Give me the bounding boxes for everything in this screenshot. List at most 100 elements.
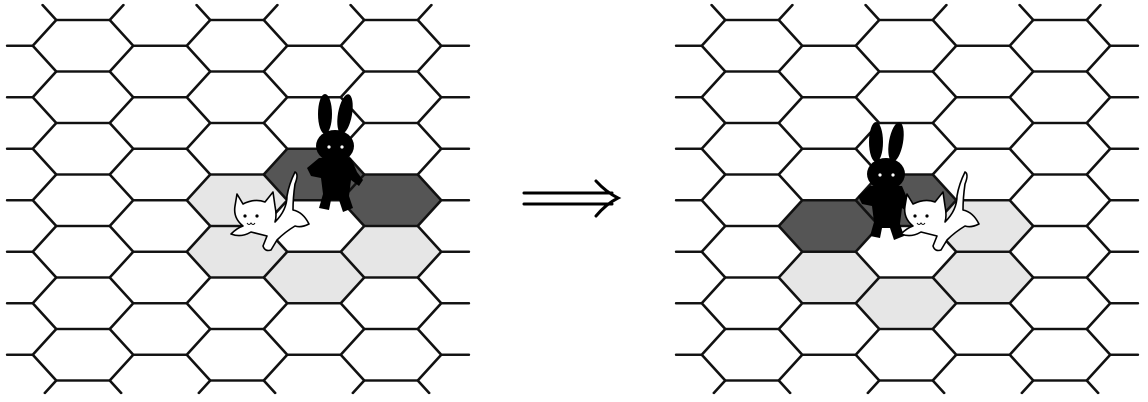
hex-cell bbox=[42, 5, 124, 20]
hex-edge bbox=[416, 121, 443, 150]
hex-edge bbox=[31, 353, 58, 382]
hex-cell-light bbox=[187, 226, 287, 278]
hex-edge bbox=[931, 353, 958, 382]
hex-edge bbox=[1085, 173, 1112, 202]
hex-edge bbox=[700, 70, 727, 99]
hex-edge bbox=[108, 121, 135, 150]
hex-edge bbox=[1008, 147, 1035, 176]
hex-edge bbox=[700, 96, 727, 125]
hex-edge bbox=[777, 302, 804, 331]
hex-edge bbox=[1085, 18, 1112, 47]
hex-cell bbox=[933, 45, 1033, 98]
hex-cell bbox=[341, 277, 441, 329]
hex-cell bbox=[779, 45, 879, 98]
hex-edge bbox=[1008, 353, 1035, 382]
hex-edge bbox=[185, 173, 212, 202]
hex-cell bbox=[418, 5, 469, 46]
hex-edge bbox=[712, 379, 727, 395]
hex-cell bbox=[856, 226, 956, 278]
hex-edge bbox=[339, 250, 366, 279]
hex-edge bbox=[185, 224, 212, 253]
hex-edge bbox=[931, 44, 958, 73]
hex-cell bbox=[702, 329, 802, 381]
hex-cell bbox=[110, 45, 210, 98]
hex-edge bbox=[31, 96, 58, 125]
hex-edge bbox=[416, 250, 443, 279]
hex-edge bbox=[1085, 327, 1112, 356]
hex-edge bbox=[339, 327, 366, 356]
hex-edge bbox=[108, 18, 135, 47]
hex-edge bbox=[1008, 96, 1035, 125]
hex-edge bbox=[1018, 3, 1035, 22]
hex-edge bbox=[931, 302, 958, 331]
hex-edge bbox=[777, 121, 804, 150]
hex-edge bbox=[777, 327, 804, 356]
hex-cell bbox=[702, 71, 802, 123]
hex-edge bbox=[31, 173, 58, 202]
hex-edge bbox=[108, 250, 135, 279]
hex-edge bbox=[700, 147, 727, 176]
hex-edge bbox=[185, 276, 212, 305]
hex-cell bbox=[353, 380, 429, 393]
hex-cell bbox=[110, 5, 210, 46]
hex-edge bbox=[777, 18, 804, 47]
hex-edge bbox=[1085, 147, 1112, 176]
hex-cell bbox=[865, 5, 947, 20]
hex-edge bbox=[31, 44, 58, 73]
hex-cell bbox=[933, 354, 1033, 393]
hex-cell bbox=[1010, 329, 1110, 381]
hex-edge bbox=[777, 276, 804, 305]
hex-edge bbox=[262, 302, 289, 331]
hex-edge bbox=[262, 327, 289, 356]
hex-edge bbox=[777, 96, 804, 125]
hex-edge bbox=[416, 353, 443, 382]
hex-edge bbox=[31, 18, 58, 47]
hex-edge bbox=[108, 379, 123, 395]
hex-cell bbox=[110, 251, 210, 304]
hex-edge bbox=[1008, 224, 1035, 253]
hex-cell bbox=[933, 148, 1033, 201]
hex-edge bbox=[777, 199, 804, 228]
hex-edge bbox=[31, 327, 58, 356]
hex-edge bbox=[854, 276, 881, 305]
hex-edge bbox=[700, 44, 727, 73]
hex-cell bbox=[933, 5, 1033, 46]
hex-edge bbox=[931, 276, 958, 305]
hex-edge bbox=[108, 224, 135, 253]
hex-cell bbox=[110, 148, 210, 201]
hex-cell bbox=[187, 71, 287, 123]
hex-edge bbox=[700, 224, 727, 253]
hex-edge bbox=[262, 121, 289, 150]
hex-grid-after bbox=[674, 3, 1140, 395]
hex-edge bbox=[700, 18, 727, 47]
hex-cell bbox=[264, 303, 364, 355]
hex-cell bbox=[341, 329, 441, 381]
hex-edge bbox=[700, 327, 727, 356]
hex-cell bbox=[868, 380, 944, 393]
hex-edge bbox=[864, 3, 881, 22]
hex-cell-light bbox=[341, 226, 441, 278]
hex-edge bbox=[416, 3, 433, 22]
hex-edge bbox=[262, 18, 289, 47]
hex-edge bbox=[339, 353, 366, 382]
hex-cell bbox=[187, 123, 287, 175]
hex-edge bbox=[700, 121, 727, 150]
hex-edge bbox=[854, 353, 881, 382]
hex-cell bbox=[856, 329, 956, 381]
hex-edge bbox=[262, 96, 289, 125]
hex-cell bbox=[676, 5, 725, 46]
hex-edge bbox=[339, 18, 366, 47]
hex-edge bbox=[854, 96, 881, 125]
hex-edge bbox=[931, 327, 958, 356]
hex-edge bbox=[777, 353, 804, 382]
hex-cell bbox=[33, 329, 133, 381]
hex-cell bbox=[779, 354, 879, 393]
hex-edge bbox=[262, 44, 289, 73]
hex-edge bbox=[1085, 250, 1112, 279]
hex-edge bbox=[866, 379, 881, 395]
hex-edge bbox=[854, 18, 881, 47]
hex-cell bbox=[33, 277, 133, 329]
hex-edge bbox=[416, 18, 443, 47]
hex-cell bbox=[702, 20, 802, 72]
hex-cell bbox=[196, 5, 278, 20]
